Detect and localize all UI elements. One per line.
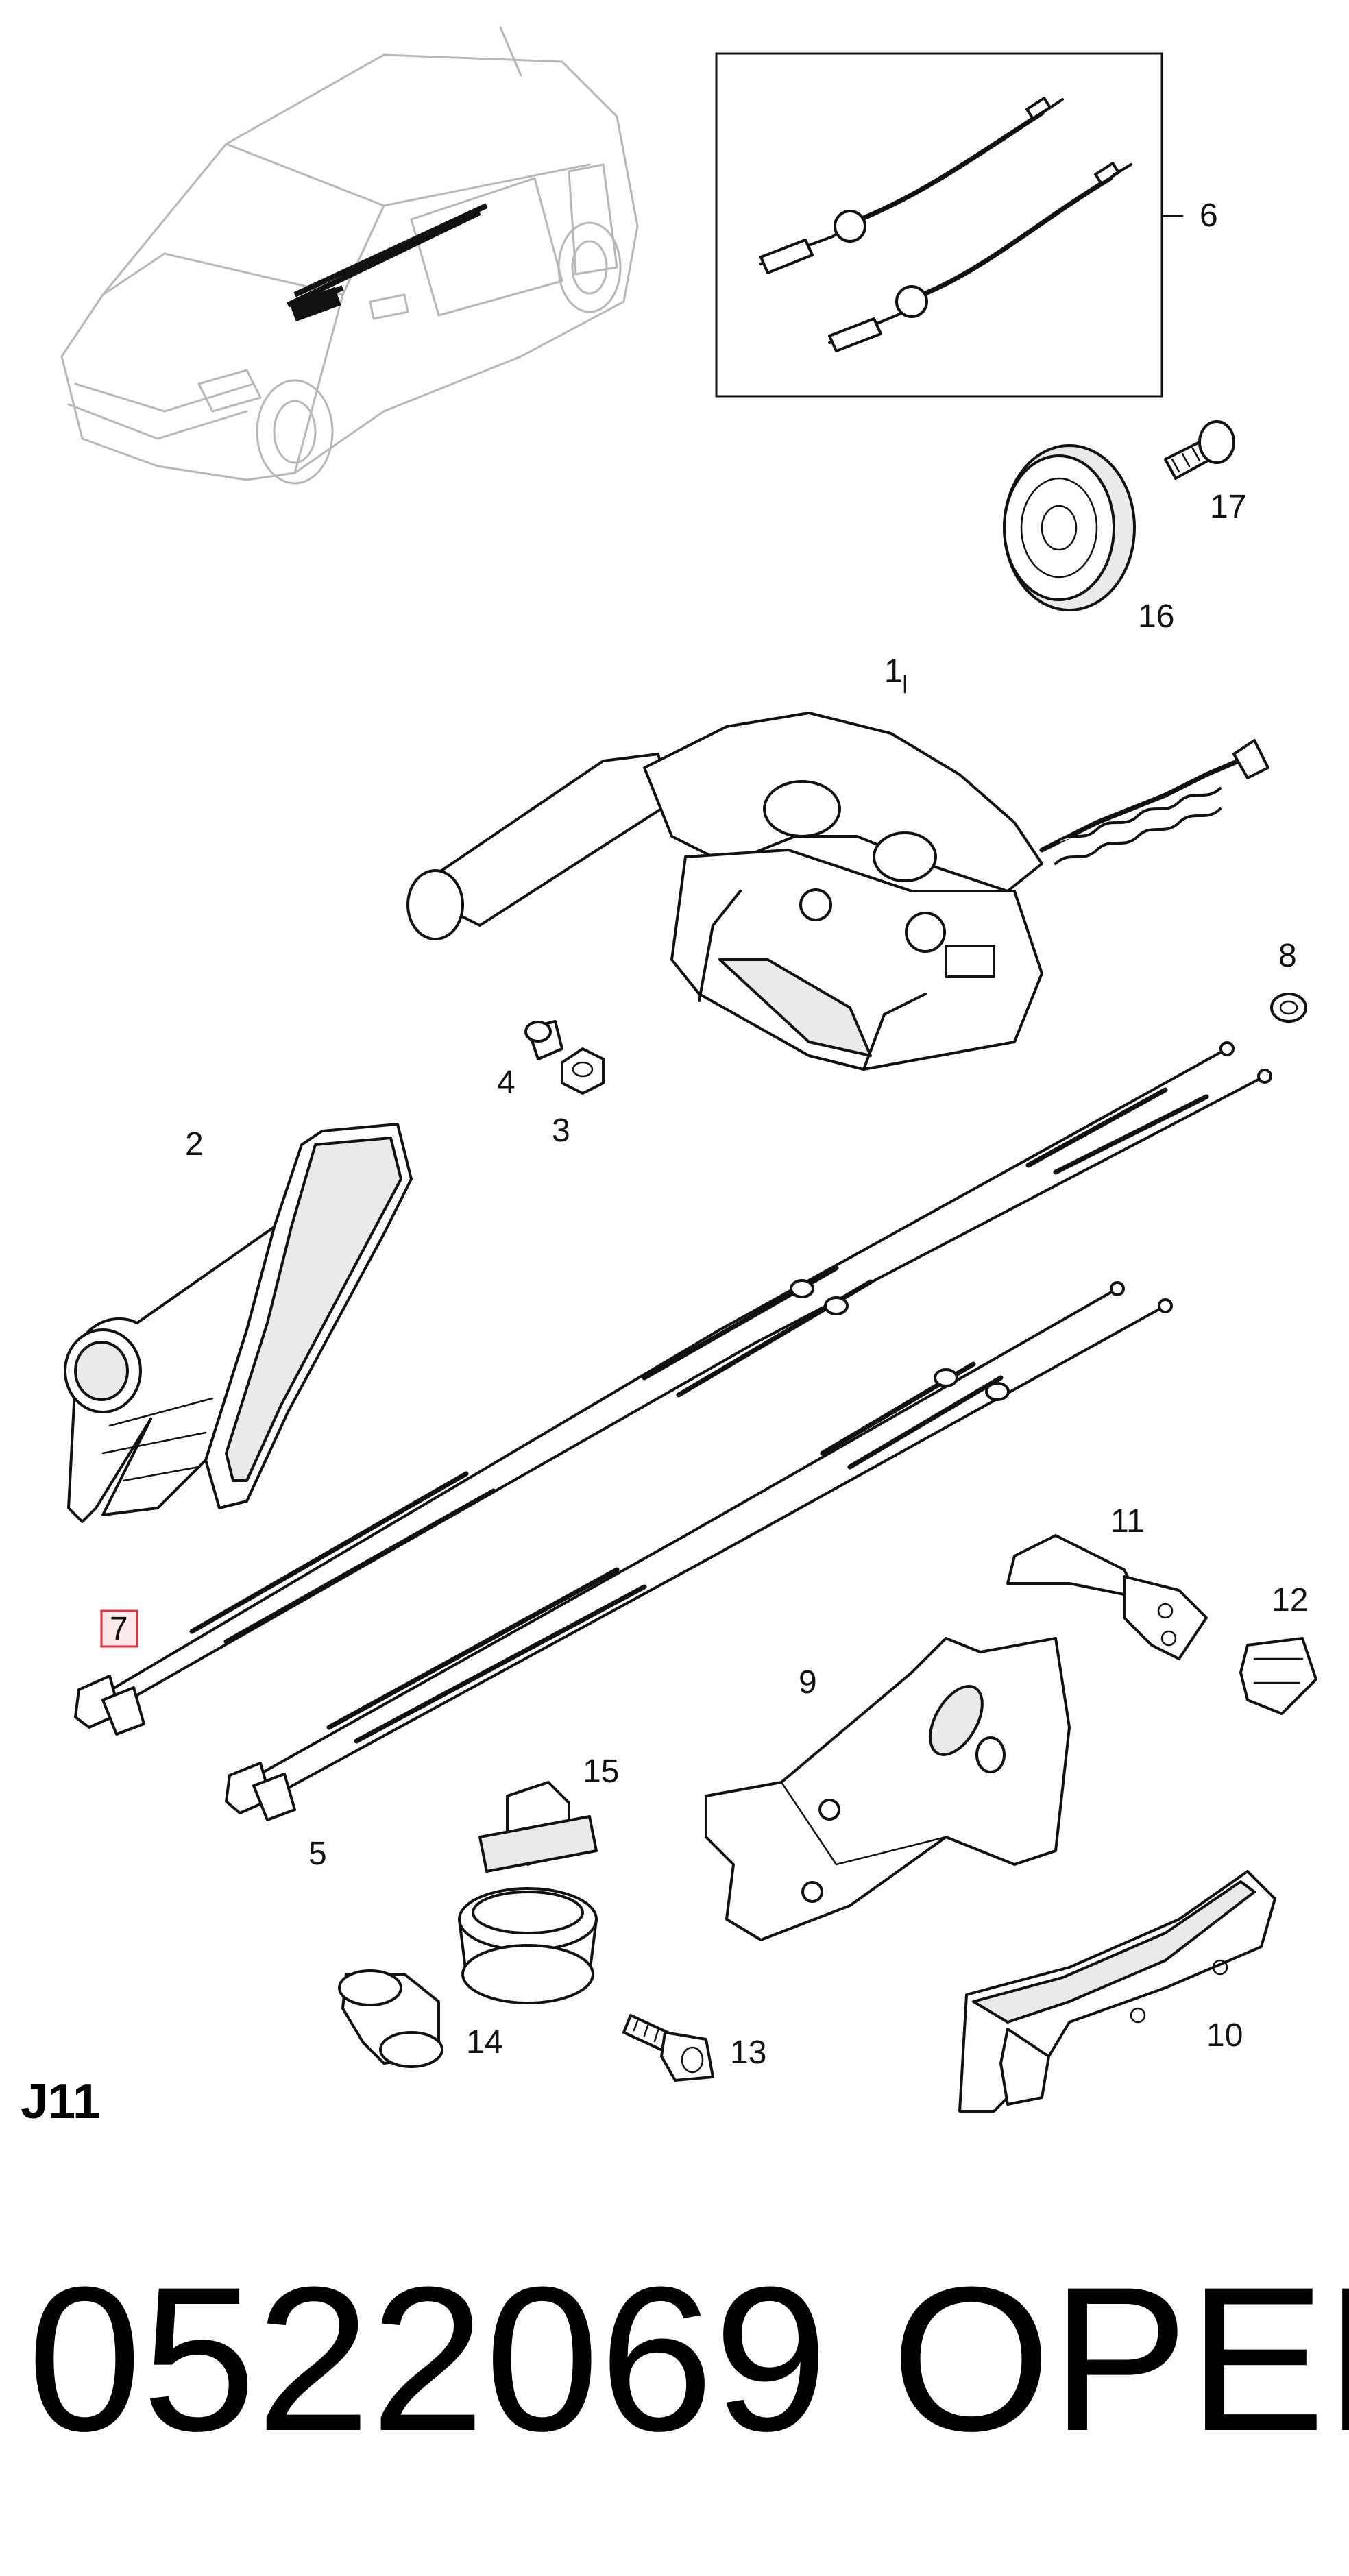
part-13-bolt[interactable] (622, 2014, 714, 2082)
part-14-sleeve[interactable] (338, 1969, 443, 2068)
part-5-cable-pair[interactable] (225, 1281, 1173, 1821)
callout-6[interactable]: 6 (1200, 197, 1218, 234)
callout-2[interactable]: 2 (185, 1126, 204, 1163)
part-11-bracket[interactable] (1006, 1534, 1208, 1660)
part-15-clamp[interactable] (458, 1781, 598, 2004)
part-10-bracket[interactable] (958, 1870, 1276, 2113)
part-number: 0522069 (27, 2244, 828, 2474)
part-7-cable-pair[interactable] (74, 1041, 1272, 1736)
part-6-cable-set[interactable] (715, 52, 1163, 398)
part-8-clip[interactable] (1270, 993, 1307, 1023)
vehicle-locator-illustration (60, 26, 639, 485)
part-9-shield-bracket[interactable] (705, 1637, 1071, 1941)
callout-15[interactable]: 15 (583, 1753, 619, 1790)
callout-17[interactable]: 17 (1210, 489, 1246, 525)
part-12-clip[interactable] (1239, 1637, 1317, 1715)
part-17-bolt[interactable] (1164, 420, 1235, 480)
callout-4[interactable]: 4 (497, 1065, 515, 1101)
callout-10[interactable]: 10 (1206, 2017, 1243, 2054)
part-2-boot-cover[interactable] (64, 1123, 413, 1523)
callout-8[interactable]: 8 (1278, 938, 1297, 974)
callout-5[interactable]: 5 (308, 1836, 327, 1872)
callout-14[interactable]: 14 (466, 2024, 502, 2061)
highlighted-brake-location (287, 203, 488, 308)
callout-9[interactable]: 9 (799, 1664, 817, 1701)
callout-1[interactable]: 1 (884, 653, 903, 690)
section-code: J11 (21, 2074, 100, 2129)
callout-3[interactable]: 3 (552, 1113, 570, 1149)
part-4-pin[interactable] (524, 1020, 563, 1060)
callout-11[interactable]: 11 (1110, 1503, 1145, 1540)
callout-7[interactable]: 7 (110, 1611, 128, 1647)
callout-12[interactable]: 12 (1272, 1582, 1308, 1618)
brand-name: OPEL (891, 2244, 1349, 2474)
part-1-handbrake-lever[interactable] (406, 712, 1269, 1071)
callout-7-highlight (100, 1609, 138, 1648)
callout-13[interactable]: 13 (730, 2034, 766, 2071)
part-3-nut[interactable] (561, 1047, 605, 1095)
part-16-grommet[interactable] (1003, 444, 1136, 611)
callout-16[interactable]: 16 (1138, 598, 1174, 635)
